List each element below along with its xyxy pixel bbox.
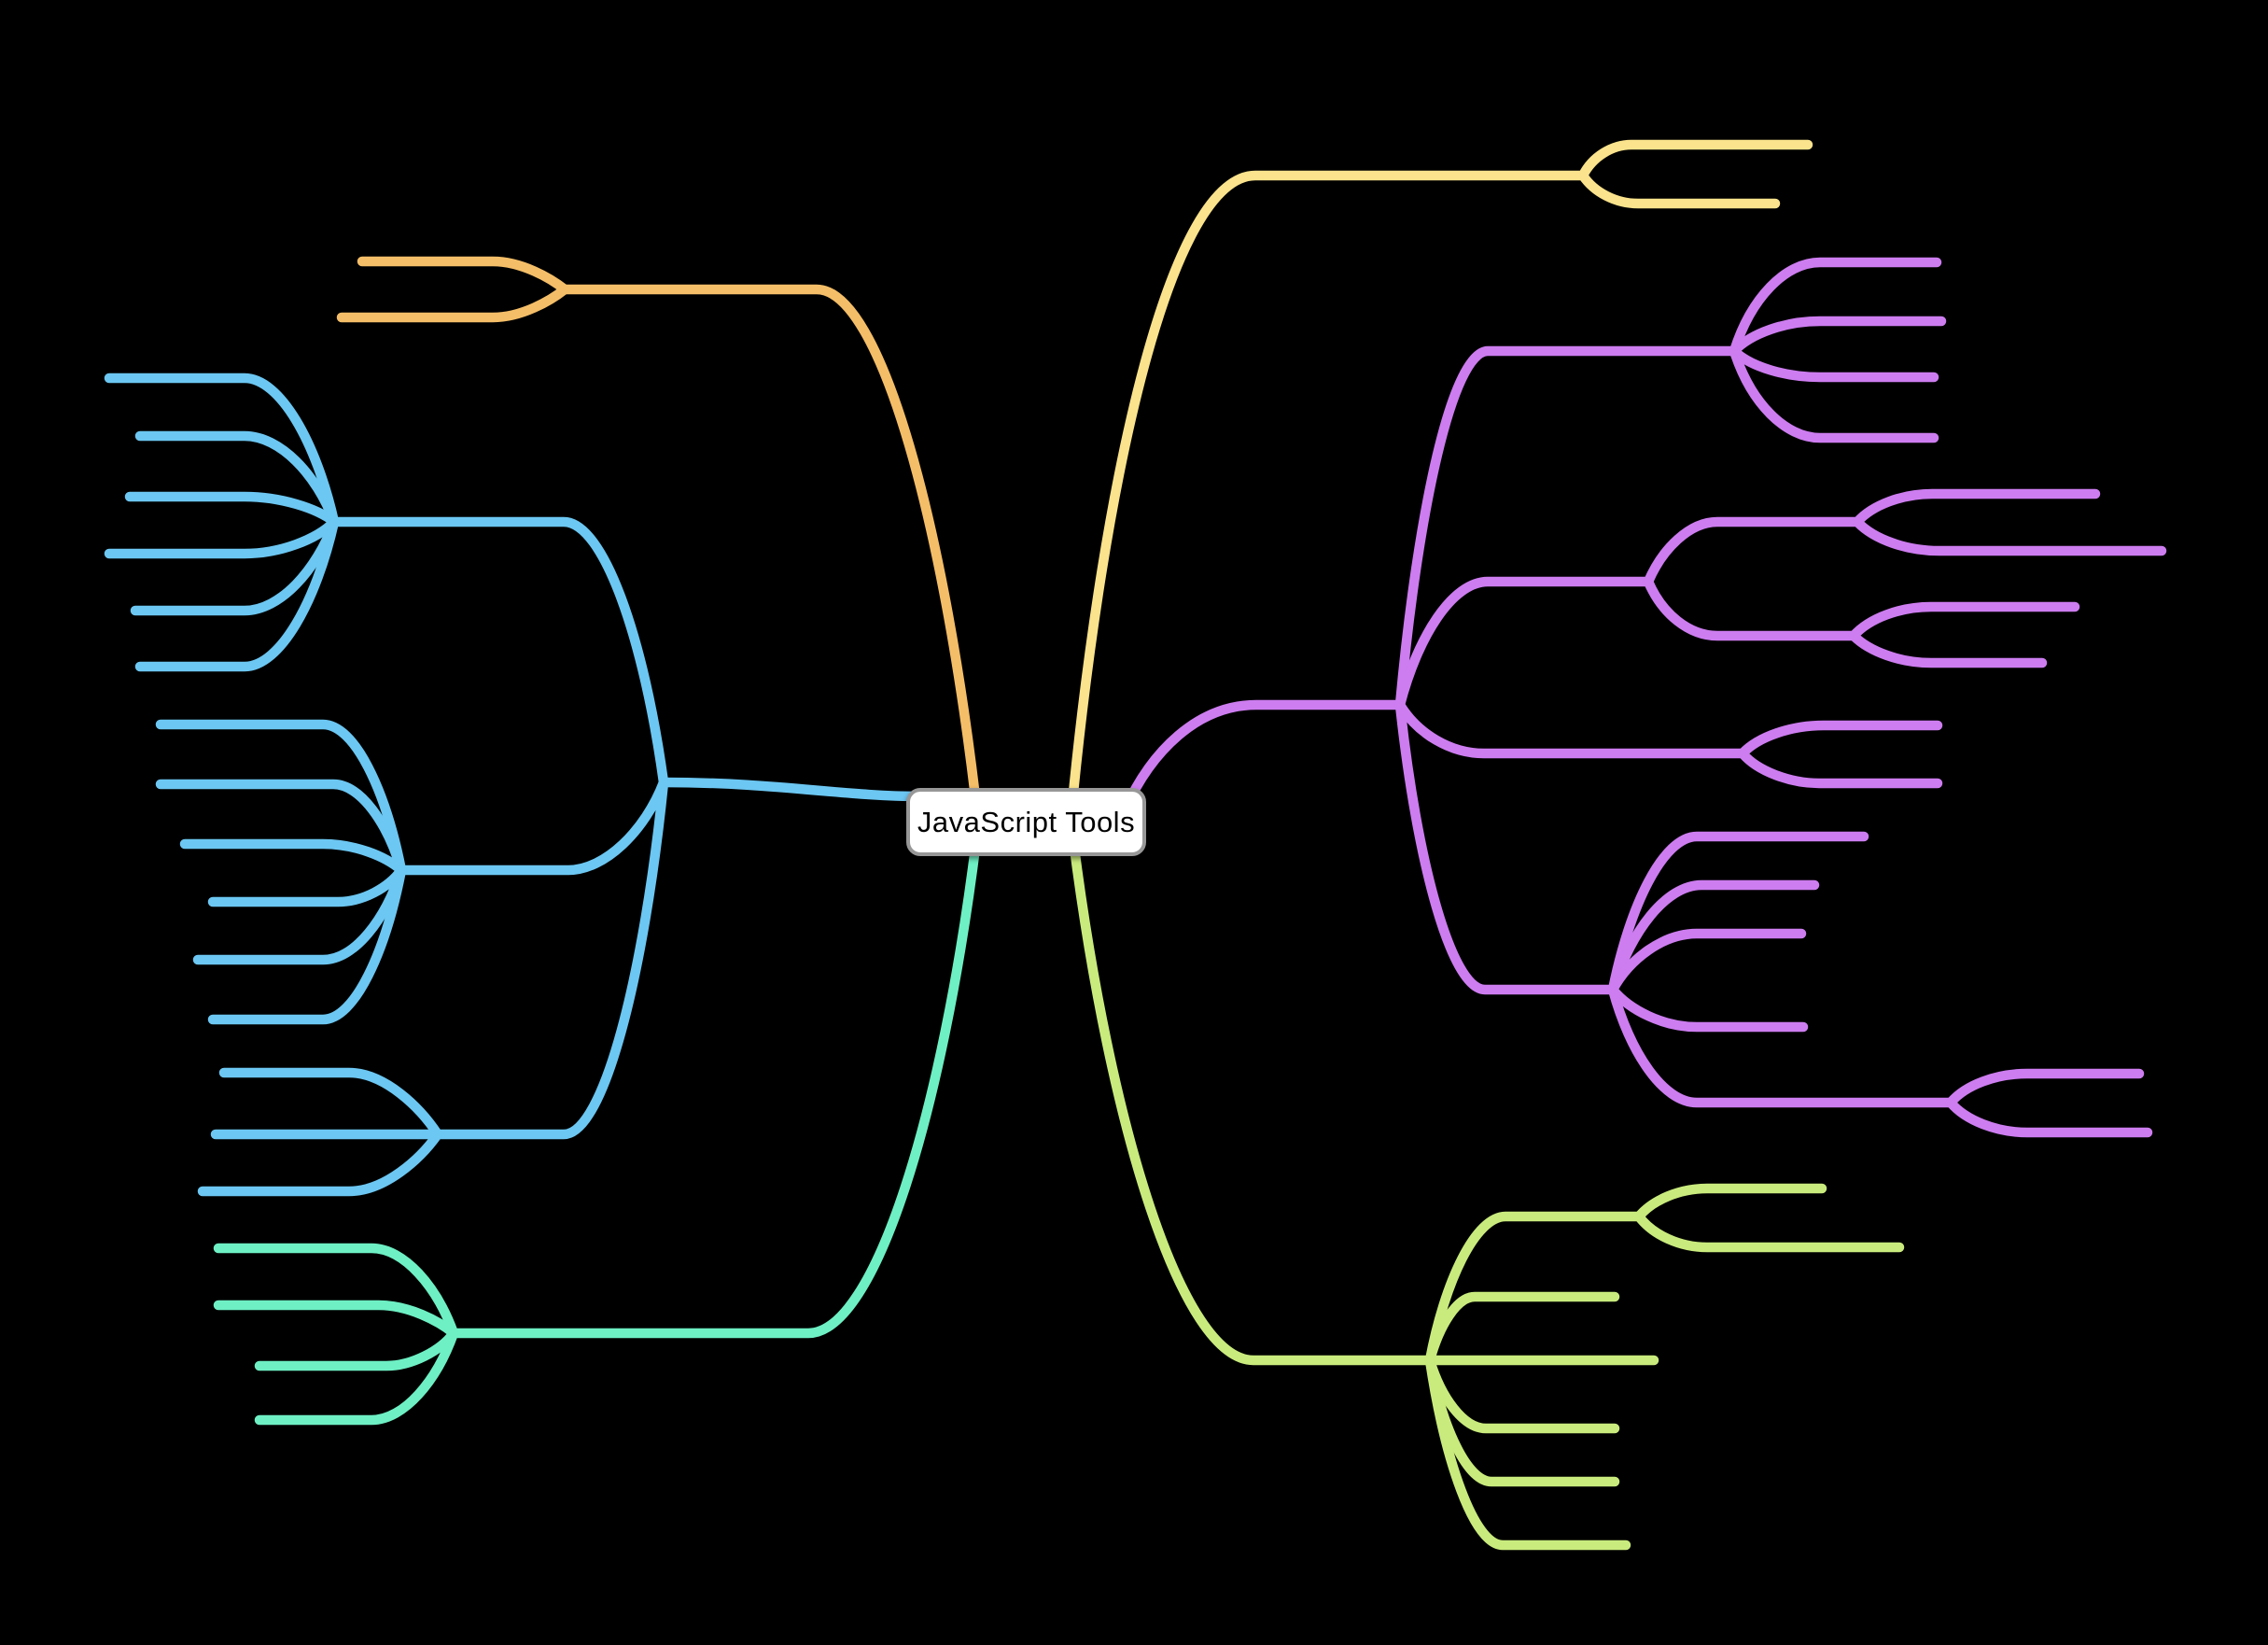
yellow-top-right-branch-link [1577, 139, 1813, 181]
yellow-top-right-branch-link [1577, 170, 1781, 209]
lime-bottom-right-branch-link [1424, 1291, 1620, 1366]
blue-left-branch-link [192, 865, 407, 965]
blue-left-branch-link [432, 777, 669, 1140]
purple-right-branch-link [1852, 516, 2167, 556]
purple-right-branch-link [1119, 699, 1406, 816]
blue-left-branch-link [104, 516, 340, 559]
purple-right-branch-link [1607, 984, 1809, 1033]
lime-bottom-right-branch-link [1633, 1183, 1827, 1222]
lime-bottom-right-branch-link [1424, 1355, 1620, 1434]
root-node[interactable]: JavaScript Tools [906, 788, 1146, 856]
orange-top-left-branch-link [357, 256, 570, 295]
lime-bottom-right-branch-link [1633, 1211, 1905, 1253]
purple-right-branch-link [1729, 345, 1939, 383]
blue-left-branch-link [658, 777, 925, 802]
purple-right-branch-link [1394, 345, 1740, 710]
teal-bottom-left-branch-link [254, 1328, 459, 1426]
purple-right-branch-link [1394, 699, 1618, 995]
lime-bottom-right-branch-link [1424, 1211, 1645, 1366]
blue-left-branch-link [197, 1129, 443, 1197]
yellow-top-right-branch-link [1065, 170, 1589, 827]
blue-left-branch-link [134, 430, 340, 527]
purple-right-branch-link [1945, 1068, 2145, 1108]
teal-bottom-left-branch-link [213, 1243, 459, 1339]
teal-bottom-left-branch-link [448, 835, 982, 1339]
blue-left-branch-link [396, 777, 669, 876]
blue-left-branch-link [134, 516, 340, 672]
purple-right-branch-link [1607, 879, 1820, 995]
lime-bottom-right-branch-link [1424, 1355, 1631, 1551]
purple-right-branch-link [1394, 699, 1748, 759]
blue-left-branch-link [155, 779, 407, 876]
blue-left-branch-link [329, 516, 669, 788]
root-node-label: JavaScript Tools [917, 805, 1136, 838]
purple-right-branch-link [1643, 576, 1859, 641]
purple-right-branch-link [1729, 316, 1947, 357]
purple-right-branch-link [1394, 576, 1654, 710]
blue-left-branch-link [179, 838, 407, 876]
purple-right-branch-link [1945, 1097, 2153, 1138]
purple-right-branch-link [1848, 630, 2048, 668]
lime-bottom-right-branch-link [1068, 835, 1435, 1366]
orange-top-left-branch-link [336, 284, 570, 323]
purple-right-branch-link [1852, 488, 2101, 527]
teal-bottom-left-branch-link [254, 1328, 459, 1371]
lime-bottom-right-branch-link [1424, 1355, 1620, 1487]
teal-bottom-left-branch-link [213, 1300, 459, 1339]
blue-left-branch-link [207, 865, 407, 1025]
purple-right-branch-link [1737, 748, 1943, 789]
purple-right-branch-link [1607, 984, 1956, 1108]
purple-right-branch-link [1729, 257, 1942, 357]
purple-right-branch-link [1848, 601, 2080, 641]
blue-left-branch-link [130, 516, 340, 616]
blue-left-branch-link [218, 1067, 443, 1140]
orange-top-left-branch-link [559, 284, 984, 827]
blue-left-branch-link [124, 491, 340, 527]
purple-right-branch-link [1643, 516, 1863, 587]
purple-right-branch-link [1737, 720, 1943, 759]
blue-left-branch-link [104, 373, 340, 527]
purple-right-branch-link [1729, 345, 1939, 443]
purple-right-branch-link [1607, 928, 1807, 995]
blue-left-branch-link [207, 865, 407, 907]
